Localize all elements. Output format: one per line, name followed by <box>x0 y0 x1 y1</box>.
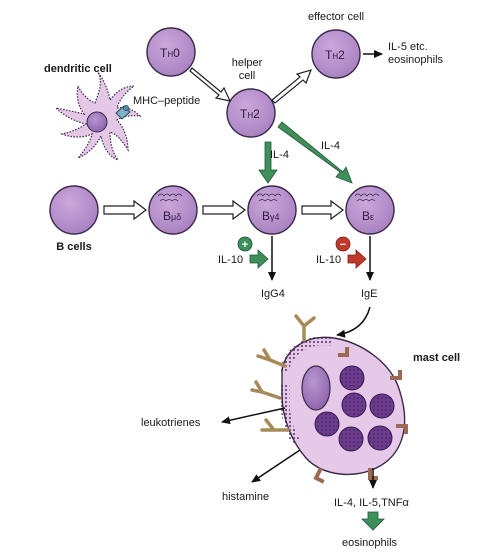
eosinophils-top-label: eosinophils <box>388 54 444 66</box>
th2-helper-cell: TH2 <box>226 88 276 138</box>
hollow-arrow-b3-to-b4 <box>301 199 344 221</box>
b-cell-epsilon: Bε <box>345 185 395 235</box>
b-epsilon-label: Bε <box>362 209 374 223</box>
il4-left-label: IL-4 <box>270 149 289 161</box>
arrow-to-histamine <box>251 449 301 483</box>
arrow-ige-to-mast <box>336 306 371 338</box>
dendritic-cell <box>54 71 142 162</box>
mhc-peptide-icon <box>115 105 131 120</box>
minus-badge: − <box>335 236 351 252</box>
cytokines-label: IL-4, IL-5,TNFα <box>334 497 409 509</box>
green-arrow-il4-to-bepsilon <box>277 121 353 184</box>
ige-antibodies <box>250 314 316 432</box>
effector-cell-label: effector cell <box>308 11 364 23</box>
hollow-arrow-th2-to-effector <box>271 69 312 104</box>
helper-cell-label-1: helper <box>232 57 263 69</box>
b-cell-mu-delta: Bμδ <box>148 185 198 235</box>
th0-cell: TH0 <box>146 27 196 77</box>
leukotrienes-label: leukotrienes <box>141 417 201 429</box>
green-arrow-to-eosinophils <box>361 511 385 531</box>
th2-effector-label: TH2 <box>325 48 345 62</box>
th0-label: TH0 <box>160 46 180 60</box>
red-arrow-il10 <box>347 249 367 269</box>
hollow-arrow-th0-to-th2 <box>189 67 232 102</box>
helper-cell-label-2: cell <box>239 70 256 82</box>
b-gamma4-label: Bγ4 <box>262 209 280 223</box>
il10-right-label: IL-10 <box>316 254 341 266</box>
green-arrow-il10 <box>249 249 269 269</box>
plus-sign: + <box>242 239 248 251</box>
mast-granules <box>314 365 395 452</box>
th2-effector-cell: TH2 <box>311 29 361 79</box>
b-mu-delta-label: Bμδ <box>163 209 181 223</box>
b-cell-naive <box>49 185 99 235</box>
mast-cell-label: mast cell <box>413 352 460 364</box>
arrow-to-leukotrienes <box>221 407 286 425</box>
hollow-arrow-b2-to-b3 <box>202 199 246 221</box>
il5-etc-label: IL-5 etc. <box>388 41 428 53</box>
igg4-label: IgG4 <box>261 288 285 300</box>
plus-badge: + <box>237 236 253 252</box>
th2-helper-label: TH2 <box>240 107 260 121</box>
il10-left-label: IL-10 <box>218 254 243 266</box>
b-cells-label: B cells <box>56 241 91 253</box>
ige-label: IgE <box>361 288 378 300</box>
mast-cell <box>250 314 408 484</box>
il4-right-label: IL-4 <box>321 140 340 152</box>
hollow-arrow-b1-to-b2 <box>103 199 147 221</box>
eosinophils-bottom-label: eosinophils <box>342 537 398 549</box>
b-cell-gamma4: Bγ4 <box>247 185 297 235</box>
mhc-peptide-label: MHC–peptide <box>133 95 200 107</box>
green-arrow-il4-to-bgamma4 <box>258 141 278 184</box>
minus-sign: − <box>340 239 346 251</box>
histamine-label: histamine <box>222 491 269 503</box>
fc-receptors <box>313 347 408 484</box>
dendritic-cell-label: dendritic cell <box>44 63 112 75</box>
